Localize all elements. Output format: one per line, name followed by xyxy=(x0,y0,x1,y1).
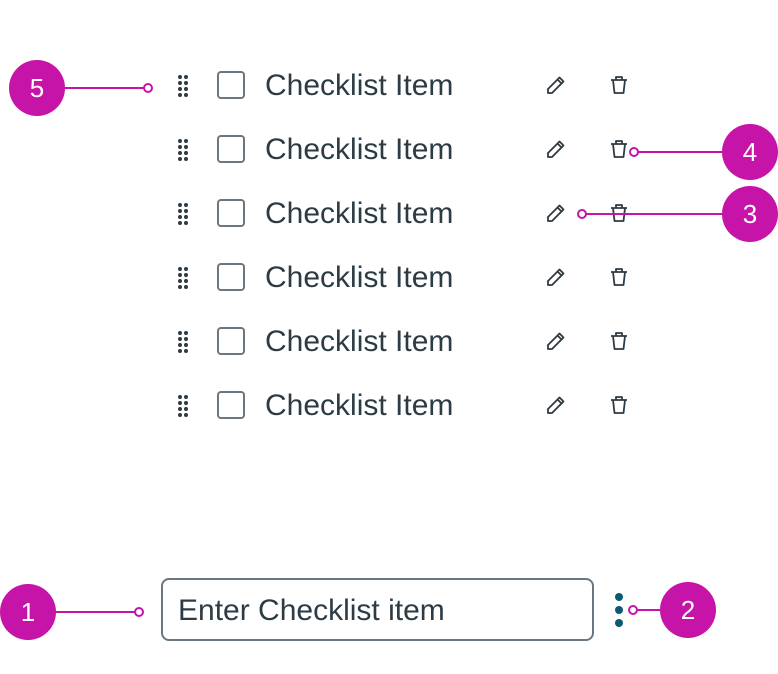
trash-icon[interactable] xyxy=(607,73,631,97)
pencil-icon[interactable] xyxy=(544,265,568,289)
list-item: Checklist Item xyxy=(170,318,640,368)
callout-dot xyxy=(143,83,153,93)
item-checkbox[interactable] xyxy=(217,327,245,355)
new-item-placeholder: Enter Checklist item xyxy=(178,594,445,627)
callout-line xyxy=(53,611,135,613)
callout-dot xyxy=(134,607,144,617)
kebab-menu-icon[interactable] xyxy=(612,592,626,628)
item-label: Checklist Item xyxy=(265,69,454,102)
trash-icon[interactable] xyxy=(607,265,631,289)
drag-handle-icon[interactable] xyxy=(177,138,189,162)
list-item: Checklist Item xyxy=(170,382,640,432)
drag-handle-icon[interactable] xyxy=(177,394,189,418)
new-item-input[interactable]: Enter Checklist item xyxy=(161,578,594,641)
callout-badge: 3 xyxy=(722,186,778,242)
callout-line xyxy=(585,213,727,215)
item-checkbox[interactable] xyxy=(217,71,245,99)
trash-icon[interactable] xyxy=(607,393,631,417)
item-label: Checklist Item xyxy=(265,325,454,358)
drag-handle-icon[interactable] xyxy=(177,202,189,226)
item-label: Checklist Item xyxy=(265,389,454,422)
item-label: Checklist Item xyxy=(265,197,454,230)
callout-badge: 5 xyxy=(9,60,65,116)
item-checkbox[interactable] xyxy=(217,199,245,227)
callout-line xyxy=(637,609,667,611)
drag-handle-icon[interactable] xyxy=(177,74,189,98)
callout-badge: 1 xyxy=(0,584,56,640)
item-label: Checklist Item xyxy=(265,133,454,166)
item-checkbox[interactable] xyxy=(217,135,245,163)
pencil-icon[interactable] xyxy=(544,201,568,225)
trash-icon[interactable] xyxy=(607,137,631,161)
drag-handle-icon[interactable] xyxy=(177,330,189,354)
list-item: Checklist Item xyxy=(170,190,640,240)
item-checkbox[interactable] xyxy=(217,391,245,419)
trash-icon[interactable] xyxy=(607,329,631,353)
pencil-icon[interactable] xyxy=(544,329,568,353)
pencil-icon[interactable] xyxy=(544,137,568,161)
callout-line xyxy=(637,151,727,153)
callout-dot xyxy=(629,147,639,157)
list-item: Checklist Item xyxy=(170,126,640,176)
pencil-icon[interactable] xyxy=(544,393,568,417)
pencil-icon[interactable] xyxy=(544,73,568,97)
callout-badge: 4 xyxy=(722,124,778,180)
drag-handle-icon[interactable] xyxy=(177,266,189,290)
callout-line xyxy=(62,87,144,89)
item-checkbox[interactable] xyxy=(217,263,245,291)
item-label: Checklist Item xyxy=(265,261,454,294)
callout-dot xyxy=(577,209,587,219)
list-item: Checklist Item xyxy=(170,254,640,304)
callout-badge: 2 xyxy=(660,582,716,638)
list-item: Checklist Item xyxy=(170,62,640,112)
